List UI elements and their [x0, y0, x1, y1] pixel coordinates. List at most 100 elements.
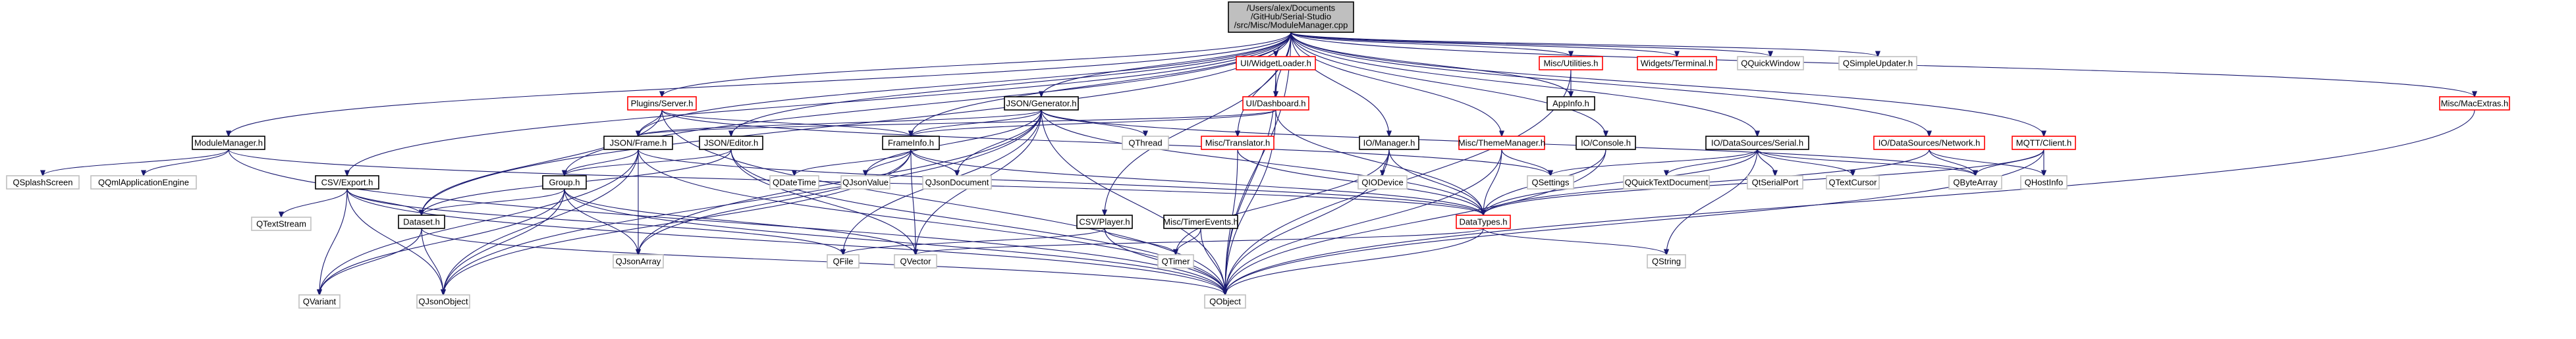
node-box	[882, 136, 940, 150]
graph-node[interactable]: Dataset.h	[398, 215, 445, 229]
node-label: QVector	[900, 256, 932, 266]
node-box	[1948, 175, 2002, 190]
node-box	[192, 136, 265, 150]
node-box	[251, 217, 312, 231]
node-label: QByteArray	[1953, 177, 1998, 187]
node-box	[1873, 136, 1985, 150]
node-label: IO/DataSources/Serial.h	[1711, 138, 1803, 147]
graph-node[interactable]: CSV/Player.h	[1076, 215, 1133, 229]
node-label: MQTT/Client.h	[2016, 138, 2072, 147]
graph-node[interactable]: ModuleManager.h	[192, 136, 265, 150]
dependency-edge	[281, 188, 348, 217]
graph-node[interactable]: IO/DataSources/Network.h	[1873, 136, 1985, 150]
graph-node: QThread	[1122, 136, 1169, 150]
dependency-edge	[43, 149, 229, 176]
dependency-edge	[1666, 149, 1758, 255]
node-box	[1826, 175, 1880, 190]
dependency-edge	[794, 149, 912, 176]
graph-node[interactable]: IO/DataSources/Serial.h	[1705, 136, 1809, 150]
graph-node[interactable]: FrameInfo.h	[882, 136, 940, 150]
node-label: UI/Dashboard.h	[1246, 98, 1305, 108]
dependency-edge	[564, 188, 638, 255]
node-box	[1201, 136, 1274, 150]
node-label: JSON/Frame.h	[610, 138, 667, 147]
graph-node: QJsonDocument	[922, 175, 992, 190]
node-label: QThread	[1128, 138, 1162, 147]
dependency-edge	[1104, 228, 1176, 255]
node-box	[1623, 175, 1710, 190]
node-label: CSV/Export.h	[321, 177, 373, 187]
graph-node[interactable]: Misc/Utilities.h	[1539, 56, 1603, 70]
node-label: DataTypes.h	[1460, 217, 1508, 226]
node-label: QQuickWindow	[1741, 58, 1800, 68]
dependency-edge	[638, 149, 1483, 215]
dependency-edge	[564, 188, 916, 255]
graph-node[interactable]: UI/WidgetLoader.h	[1236, 56, 1316, 70]
graph-node: QVector	[894, 254, 937, 269]
dependency-edge	[1275, 109, 1483, 215]
graph-node[interactable]: Misc/Translator.h	[1201, 136, 1274, 150]
node-box	[627, 96, 697, 111]
graph-node[interactable]: Misc/MacExtras.h	[2439, 96, 2510, 111]
dependency-edge	[1041, 109, 1145, 136]
dependency-edge	[346, 188, 843, 255]
dependency-edge	[1929, 149, 2044, 176]
graph-node[interactable]: Plugins/Server.h	[627, 96, 697, 111]
dependency-edge	[1483, 149, 1758, 215]
dependency-edge	[1666, 149, 1758, 176]
graph-node: QHostInfo	[2020, 175, 2068, 190]
graph-node[interactable]: CSV/Export.h	[315, 175, 379, 190]
root-file-node[interactable]: /Users/alex/Documents/GitHub/Serial-Stud…	[1228, 1, 1354, 33]
node-box	[2439, 96, 2510, 111]
graph-node[interactable]: JSON/Generator.h	[1004, 96, 1079, 111]
dependency-edge	[421, 228, 443, 295]
graph-node[interactable]: JSON/Editor.h	[699, 136, 763, 150]
graph-node[interactable]: IO/Console.h	[1576, 136, 1636, 150]
node-box	[840, 175, 891, 190]
node-label: QQmlApplicationEngine	[98, 177, 189, 187]
node-box	[542, 175, 587, 190]
graph-node[interactable]: Widgets/Terminal.h	[1637, 56, 1717, 70]
node-box	[1242, 96, 1309, 111]
node-box	[1838, 56, 1917, 70]
dependency-edge	[1290, 32, 1502, 136]
graph-node[interactable]: Misc/TimerEvents.h	[1163, 215, 1238, 229]
dependency-edge	[564, 188, 1225, 295]
graph-node: QJsonArray	[613, 254, 664, 269]
node-label: QSimpleUpdater.h	[1843, 58, 1913, 68]
graph-node[interactable]: MQTT/Client.h	[2012, 136, 2076, 150]
graph-node[interactable]: UI/Dashboard.h	[1242, 96, 1309, 111]
dependency-edge	[638, 109, 1042, 136]
node-label: JSON/Editor.h	[704, 138, 758, 147]
graph-node: QTextCursor	[1826, 175, 1880, 190]
dependency-edge	[346, 188, 1225, 295]
dependency-edge	[564, 149, 732, 176]
dependency-edge	[661, 109, 1550, 176]
dependency-edge	[1225, 32, 1292, 295]
dependency-edge	[1041, 109, 1483, 215]
node-box	[1228, 1, 1354, 33]
graph-node[interactable]: AppInfo.h	[1547, 96, 1595, 111]
node-label: QSplashScreen	[13, 177, 72, 187]
dependency-edge	[910, 149, 957, 176]
graph-node[interactable]: DataTypes.h	[1456, 215, 1511, 229]
node-box	[1236, 56, 1316, 70]
node-label: Plugins/Server.h	[631, 98, 694, 108]
graph-node[interactable]: IO/Manager.h	[1359, 136, 1419, 150]
dependency-edge	[1975, 149, 2044, 176]
node-label: QIODevice	[1361, 177, 1404, 187]
graph-node[interactable]: JSON/Frame.h	[603, 136, 673, 150]
dependency-edge	[911, 109, 1042, 136]
graph-node[interactable]: Group.h	[542, 175, 587, 190]
node-box	[1004, 96, 1079, 111]
node-label: IO/Manager.h	[1363, 138, 1415, 147]
node-label: QJsonObject	[418, 296, 468, 306]
node-label: UI/WidgetLoader.h	[1240, 58, 1311, 68]
graph-node: QString	[1647, 254, 1686, 269]
graph-node: QDateTime	[769, 175, 819, 190]
graph-node[interactable]: Misc/ThemeManager.h	[1458, 136, 1545, 150]
dependency-edge	[1483, 228, 1666, 255]
node-box	[90, 175, 197, 190]
node-label: QJsonArray	[616, 256, 661, 266]
